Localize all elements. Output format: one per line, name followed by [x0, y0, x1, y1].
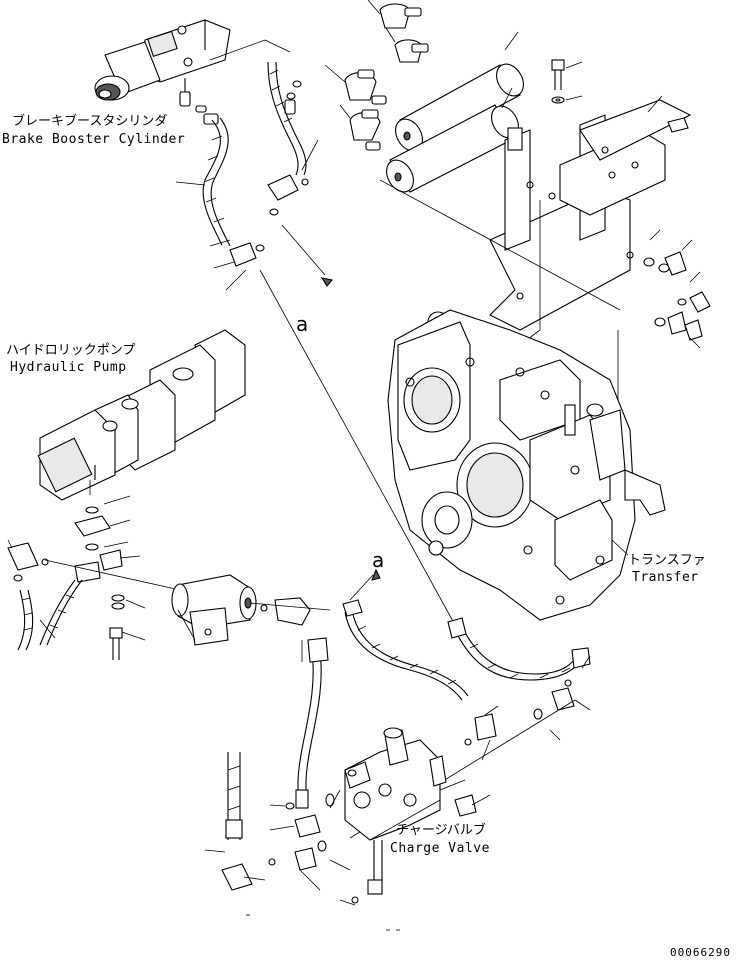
hydraulic-pump: [37, 329, 246, 501]
elbow-fittings-upper: [229, 174, 309, 267]
leader-lines-top: [175, 0, 701, 349]
accumulator-cylinders: [386, 63, 524, 193]
transfer-label-ja: トランスファ: [628, 553, 706, 568]
brake-booster-label-ja: ブレーキブースタシリンダ: [12, 114, 168, 129]
booster-fittings: [179, 80, 302, 125]
connection-line-a-upper: [259, 179, 621, 626]
transfer-case: [387, 309, 666, 621]
hose-left-vertical: [204, 752, 276, 891]
bolt-set-right: [643, 251, 711, 341]
charge-valve-label-ja: チャージバルブ: [396, 823, 486, 838]
bolt-set-top: [551, 59, 689, 133]
pump-filter: [171, 574, 331, 646]
hydraulic-pump-label-ja: ハイドロリックポンプ: [6, 343, 136, 358]
brake-booster-label-en: Brake Booster Cylinder: [2, 132, 186, 147]
brake-booster-cylinder: [94, 19, 291, 101]
charge-valve: [344, 727, 491, 841]
mounting-bracket: [489, 99, 692, 346]
hose-clamps: [344, 3, 429, 151]
transfer-label-en: Transfer: [632, 570, 699, 585]
leader-lines-pump: [7, 495, 196, 641]
pump-hoses: [17, 559, 181, 651]
reference-mark-lower: a: [372, 548, 385, 572]
charge-valve-label-en: Charge Valve: [390, 841, 490, 856]
pump-hose-down: [295, 637, 329, 809]
hydraulic-pump-label-en: Hydraulic Pump: [10, 360, 127, 375]
pump-flange-parts: [7, 506, 125, 660]
hose-upper: [202, 61, 307, 247]
reference-mark-upper: a: [296, 312, 309, 336]
charge-valve-fittings: [246, 789, 400, 931]
document-number: 00066290: [670, 946, 731, 959]
